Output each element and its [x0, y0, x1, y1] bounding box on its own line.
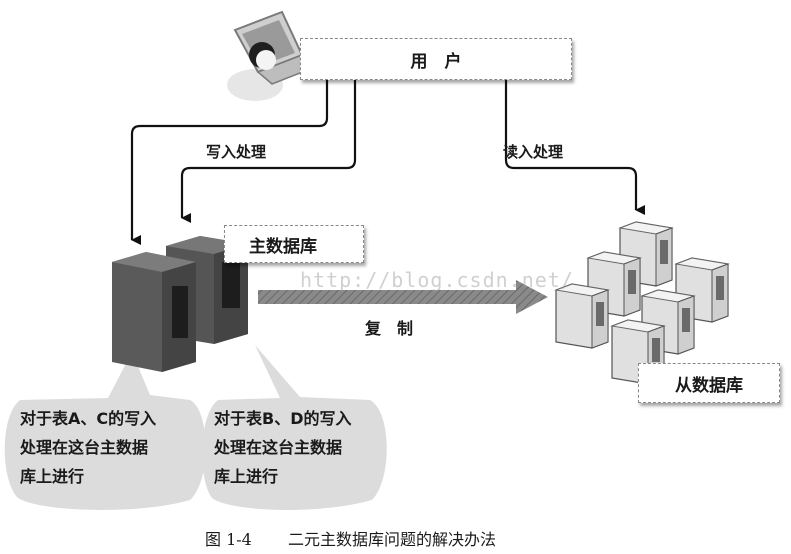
master-db-label-box: 主数据库 [224, 225, 364, 263]
master-server-front [112, 252, 196, 372]
bubble-right-line: 处理在这台主数据 [214, 438, 343, 457]
read-flow-label: 读入处理 [503, 143, 564, 161]
bubble-right-line: 库上进行 [214, 467, 279, 486]
read-flow-arrow [504, 80, 645, 215]
bubble-left-line: 处理在这台主数据 [20, 438, 149, 457]
bubble-right-text: 对于表B、D的写入 处理在这台主数据 库上进行 [214, 404, 351, 491]
figure-caption: 图 1-4 二元主数据库问题的解决办法 [205, 526, 496, 550]
laptop-user-icon [227, 10, 320, 101]
user-label: 用 户 [410, 51, 462, 72]
write-flow-arrow-1 [130, 80, 329, 245]
replication-label: 复 制 [365, 319, 414, 338]
replication-arrow [258, 280, 548, 314]
watermark: http://blog.csdn.net/ [300, 268, 574, 292]
bubble-left-text: 对于表A、C的写入 处理在这台主数据 库上进行 [20, 404, 156, 491]
bubble-right [202, 345, 387, 510]
write-flow-label: 写入处理 [206, 143, 267, 161]
bubble-left-line: 库上进行 [20, 467, 85, 486]
bubble-left-line: 对于表A、C的写入 [20, 409, 157, 428]
bubble-left [4, 352, 206, 510]
figure-number: 图 1-4 [205, 530, 252, 549]
master-db-label: 主数据库 [249, 236, 317, 257]
server-cluster-icon [554, 221, 730, 385]
user-label-box: 用 户 [300, 38, 572, 80]
slave-db-label-box: 从数据库 [638, 363, 780, 403]
bubble-right-line: 对于表B、D的写入 [214, 409, 352, 428]
write-flow-arrow-2 [180, 80, 357, 223]
slave-server-icon [554, 283, 610, 349]
figure-title: 二元主数据库问题的解决办法 [288, 530, 497, 549]
slave-db-label: 从数据库 [675, 375, 743, 396]
